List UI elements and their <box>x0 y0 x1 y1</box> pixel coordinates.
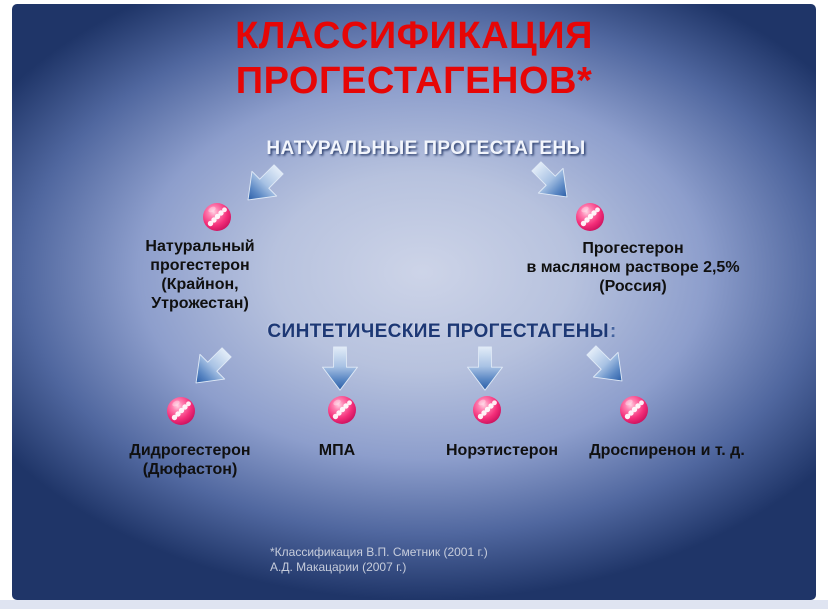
label-line: Натуральный <box>145 238 255 255</box>
arrow-down-icon <box>322 346 358 391</box>
progesterone-oil-solution-label: Прогестерон в масляном растворе 2,5% (Ро… <box>508 239 758 296</box>
slide-background: КЛАССИФИКАЦИЯ ПРОГЕСТАГЕНОВ* НАТУРАЛЬНЫЕ… <box>12 4 816 600</box>
label-line: в масляном растворе 2,5% <box>526 259 740 276</box>
label-line: МПА <box>318 442 356 459</box>
synthetic-progestagens-heading: СИНТЕТИЧЕСКИЕ ПРОГЕСТАГЕНЫ: <box>40 321 828 343</box>
label-line: (Россия) <box>599 278 667 295</box>
arrow-down-right-icon <box>586 345 623 382</box>
natural-progestagens-heading: НАТУРАЛЬНЫЕ ПРОГЕСТАГЕНЫ <box>266 138 586 159</box>
molecule-sphere-icon <box>203 203 231 231</box>
dydrogesterone-label: Дидрогестерон (Дюфастон) <box>93 441 287 479</box>
molecule-sphere-icon <box>473 396 501 424</box>
title-line-2: ПРОГЕСТАГЕНОВ* <box>235 60 593 102</box>
classification-footnote: *Классификация В.П. Сметник (2001 г.) А.… <box>270 545 488 574</box>
footnote-line-1: *Классификация В.П. Сметник (2001 г.) <box>270 545 488 559</box>
mpa-label: МПА <box>277 441 397 460</box>
label-line: Дроспиренон и т. д. <box>589 442 745 459</box>
page-bottom-strip <box>0 600 828 609</box>
synthetic-heading-colon: : <box>609 321 617 342</box>
label-line: Норэтистерон <box>445 442 559 459</box>
label-line: (Крайнон, <box>161 276 239 293</box>
arrow-down-left-icon <box>247 164 284 201</box>
label-line: Утрожестан) <box>151 295 249 312</box>
footnote-line-2: А.Д. Макацарии (2007 г.) <box>270 559 407 574</box>
slide-title: КЛАССИФИКАЦИЯ ПРОГЕСТАГЕНОВ* <box>12 14 816 104</box>
arrow-down-right-icon <box>531 161 568 198</box>
drospirenone-label: Дроспиренон и т. д. <box>562 441 772 460</box>
label-line: прогестерон <box>150 257 250 274</box>
molecule-sphere-icon <box>167 397 195 425</box>
arrow-down-icon <box>467 346 503 391</box>
title-line-1: КЛАССИФИКАЦИЯ <box>235 15 593 57</box>
molecule-sphere-icon <box>328 396 356 424</box>
label-line: (Дюфастон) <box>142 461 238 478</box>
synthetic-heading-text: СИНТЕТИЧЕСКИЕ ПРОГЕСТАГЕНЫ <box>267 321 609 342</box>
label-line: Дидрогестерон <box>129 442 251 459</box>
molecule-sphere-icon <box>620 396 648 424</box>
norethisterone-label: Норэтистерон <box>412 441 592 460</box>
label-line: Прогестерон <box>582 240 684 257</box>
arrow-down-left-icon <box>195 347 232 384</box>
molecule-sphere-icon <box>576 203 604 231</box>
natural-progesterone-label: Натуральный прогестерон (Крайнон, Утроже… <box>96 237 304 313</box>
